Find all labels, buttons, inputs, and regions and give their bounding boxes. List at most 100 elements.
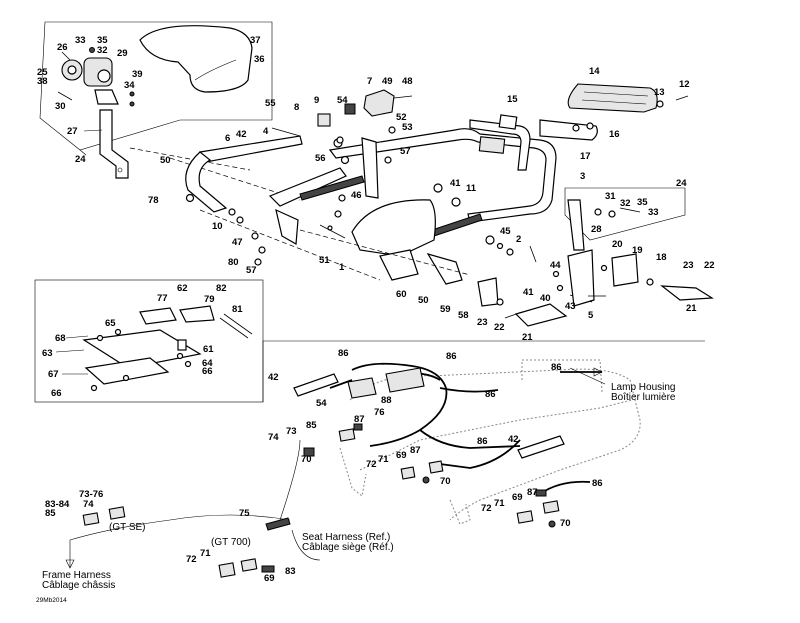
callout: 70: [560, 518, 571, 529]
callout: 20: [612, 239, 623, 250]
callout: 86: [551, 362, 562, 373]
callout: 22: [494, 322, 505, 333]
tail-lamp: [567, 83, 658, 113]
model-label-gt-700: (GT 700): [211, 537, 251, 548]
callout: 29: [117, 48, 128, 59]
callout: 72: [481, 503, 492, 514]
callout: 2: [516, 234, 521, 245]
callout: 86: [477, 436, 488, 447]
frame-harness-label-en: Frame Harness: [42, 570, 111, 581]
fastener: [185, 193, 195, 203]
callout: 26: [57, 42, 68, 53]
callout: 50: [160, 155, 171, 166]
mounting-plate-inset: [34, 279, 264, 403]
callout: 39: [132, 69, 143, 80]
callout: 72: [366, 459, 377, 470]
callout: 59: [440, 304, 451, 315]
callout: 66: [202, 366, 213, 377]
callout: 30: [55, 101, 66, 112]
callout: 40: [540, 293, 551, 304]
callout: 23: [683, 260, 694, 271]
callout: 87: [410, 445, 421, 456]
tail-lamp-assembly: [498, 83, 689, 141]
seat-cushion: [351, 199, 436, 257]
callout: 75: [239, 508, 250, 519]
callout: 74: [83, 499, 94, 510]
callout: 53: [402, 122, 413, 133]
callout: 57: [400, 146, 411, 157]
callout: 71: [378, 454, 389, 465]
callout: 10: [212, 221, 223, 232]
callout: 36: [254, 54, 265, 65]
callout: 24: [676, 178, 687, 189]
callout: 81: [232, 304, 243, 315]
callout: 5: [588, 310, 594, 321]
callout: 82: [216, 283, 227, 294]
callout: 88: [381, 395, 392, 406]
callout: 7: [367, 76, 372, 87]
seat-harness-label-fr: Câblage siège (Réf.): [302, 542, 394, 553]
callout: 57: [246, 265, 257, 276]
callout: 28: [591, 224, 602, 235]
callout: 73-76: [79, 489, 103, 500]
callout: 66: [51, 388, 62, 399]
callout: 44: [550, 260, 561, 271]
callout: 14: [589, 66, 600, 77]
callout: 87: [527, 487, 538, 498]
callout: 74: [268, 432, 279, 443]
callout: 80: [228, 257, 239, 268]
callout: 54: [316, 398, 327, 409]
callout: 13: [654, 87, 665, 98]
callout: 6: [225, 133, 230, 144]
callout: 73: [286, 426, 297, 437]
callout: 22: [704, 260, 715, 271]
callout: 87: [354, 414, 365, 425]
callout: 83: [285, 566, 296, 577]
callout: 62: [177, 283, 188, 294]
mounting-plate: [82, 329, 202, 369]
backrest-arm: [185, 151, 228, 213]
connector-housing: [347, 377, 377, 399]
callout: 71: [494, 498, 505, 509]
callout: 50: [418, 295, 429, 306]
callout: 69: [396, 450, 407, 461]
callout: 63: [42, 348, 53, 359]
callout: 34: [124, 80, 135, 91]
callout: 21: [686, 303, 697, 314]
drawing-code: 29Mb2014: [36, 597, 67, 604]
callout: 58: [458, 310, 469, 321]
callout: 86: [446, 351, 457, 362]
callout: 68: [55, 333, 66, 344]
callout: 12: [679, 79, 690, 90]
callout: 45: [500, 226, 511, 237]
callout: 56: [315, 153, 326, 164]
callout: 31: [605, 191, 616, 202]
callout: 38: [37, 76, 48, 87]
callout: 37: [250, 35, 261, 46]
callout: 32: [620, 198, 631, 209]
callout: 27: [67, 126, 78, 137]
callout: 11: [466, 183, 477, 194]
model-label-gt-se: (GT SE): [109, 522, 145, 533]
callout: 35: [97, 35, 108, 46]
backrest-bracket: [99, 109, 129, 179]
callout: 69: [264, 573, 275, 584]
callout: 85: [306, 420, 317, 431]
callout: 46: [351, 190, 362, 201]
backrest-pad: [139, 25, 253, 93]
callout: 65: [105, 318, 116, 329]
callout: 41: [523, 287, 534, 298]
callout: 83-84: [45, 499, 70, 510]
callout: 18: [656, 252, 667, 263]
callout: 9: [314, 95, 319, 106]
callout: 85: [45, 508, 56, 519]
callout: 86: [592, 478, 603, 489]
callout: 86: [485, 389, 496, 400]
callout: 64: [202, 358, 213, 369]
callout: 41: [450, 178, 461, 189]
bracket-inset-right: [529, 187, 714, 307]
backrest-frame-assembly: [129, 119, 593, 327]
callout: 70: [301, 454, 312, 465]
callout: 61: [203, 344, 214, 355]
